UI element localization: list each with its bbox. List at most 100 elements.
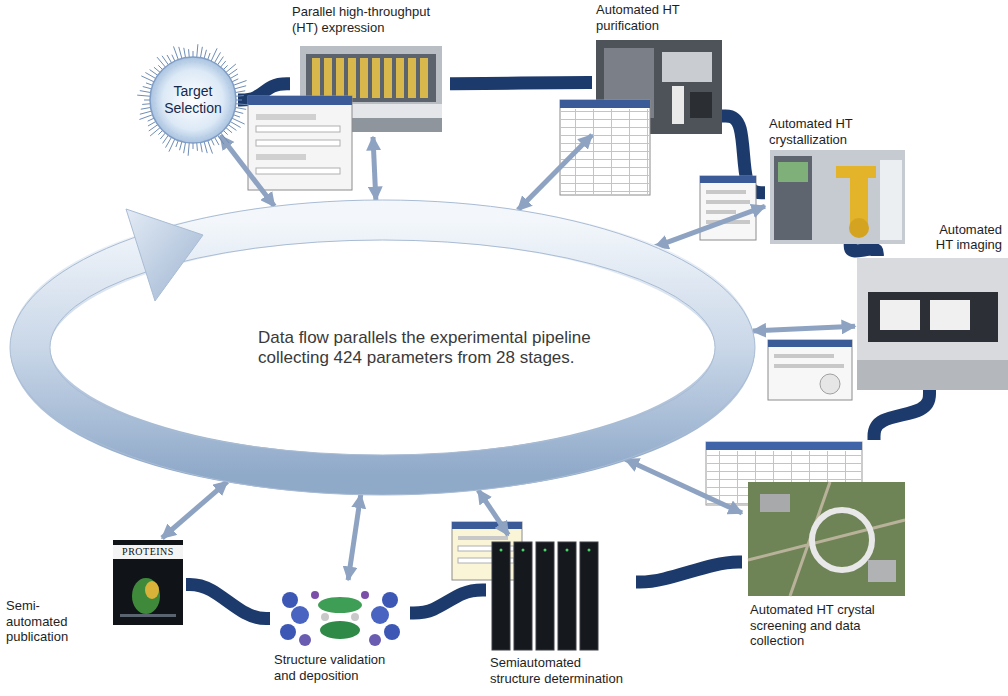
purification-stage: Automated HT purification bbox=[592, 2, 722, 136]
target-spike bbox=[234, 86, 247, 89]
caption-block: Structure validation and deposition bbox=[274, 652, 408, 683]
journal-cover bbox=[113, 540, 183, 625]
purification-robot-photo bbox=[690, 92, 712, 118]
target-spike bbox=[139, 114, 153, 119]
protein-structure-model bbox=[382, 592, 398, 608]
imaging-screenshot bbox=[820, 374, 840, 394]
purification-robot-photo bbox=[672, 86, 684, 124]
stage-label: Parallel high-throughput (HT) expression bbox=[292, 4, 448, 35]
imaging-robot-photo bbox=[868, 292, 998, 342]
software-screenshot bbox=[256, 154, 306, 160]
journal-cover bbox=[113, 540, 183, 625]
target-spike bbox=[200, 47, 202, 59]
caption-block: Automated HT imaging bbox=[922, 222, 1002, 253]
target-spikes bbox=[137, 44, 249, 156]
imaging-robot-photo bbox=[930, 300, 970, 330]
journal-title: PROTEINS bbox=[113, 545, 183, 559]
crystallization-robot-photo bbox=[774, 156, 812, 240]
imaging-stage: Automated HT imaging bbox=[855, 256, 1004, 390]
computer-cluster bbox=[580, 542, 598, 650]
caption-block: Semi- automated publication bbox=[6, 598, 90, 645]
caption-block: Automated HT crystallization bbox=[769, 116, 905, 147]
imaging-screenshot bbox=[774, 364, 844, 368]
target-spike bbox=[204, 141, 207, 154]
imaging-robot-photo bbox=[880, 300, 920, 330]
caption-block: Automated HT purification bbox=[596, 2, 720, 33]
software-screenshot bbox=[248, 96, 352, 190]
software-screenshot bbox=[248, 96, 352, 190]
data-flow-arrow bbox=[753, 326, 855, 331]
data-collection-table bbox=[706, 442, 862, 450]
imaging-screenshot bbox=[768, 340, 852, 400]
software-screenshot bbox=[256, 140, 340, 146]
stage-label: Automated HT imaging bbox=[922, 222, 1002, 253]
spreadsheet-screenshot bbox=[560, 100, 650, 195]
crystallization-robot-photo bbox=[880, 160, 902, 240]
purification-robot-photo bbox=[662, 52, 712, 82]
imaging-robot-photo bbox=[857, 258, 1008, 390]
dialog-screenshot bbox=[706, 200, 750, 204]
pipeline-band bbox=[410, 590, 486, 613]
data-flow-arrow bbox=[220, 136, 274, 207]
screening-stage: Automated HT crystal screening and data … bbox=[742, 440, 907, 662]
target-spike bbox=[140, 91, 152, 93]
spreadsheet-screenshot bbox=[560, 100, 650, 195]
target-spike bbox=[234, 107, 246, 109]
target-spike bbox=[188, 142, 189, 156]
stage-label: Automated HT crystallization bbox=[769, 116, 905, 147]
synchrotron-aerial-photo bbox=[748, 482, 905, 596]
caption-block: Automated HT crystal screening and data … bbox=[750, 602, 905, 649]
target-spike bbox=[197, 44, 198, 58]
target-ring bbox=[155, 62, 231, 138]
data-flow-arrow bbox=[348, 495, 361, 580]
target-spike bbox=[207, 139, 212, 153]
protein-structure-model bbox=[369, 634, 381, 646]
computer-cluster bbox=[500, 549, 503, 552]
data-flow-arrow bbox=[478, 490, 508, 535]
structure-software-screenshot bbox=[452, 522, 522, 580]
protein-structure-model bbox=[311, 591, 319, 599]
expression-robot-photo bbox=[310, 58, 432, 98]
computer-cluster bbox=[514, 542, 532, 650]
target-spike bbox=[235, 104, 249, 105]
target-spike bbox=[179, 47, 182, 60]
software-screenshot bbox=[256, 168, 340, 174]
crystallization-robot-photo bbox=[850, 170, 868, 226]
software-screenshot bbox=[248, 96, 352, 105]
stage-label: Structure validation and deposition bbox=[274, 652, 408, 683]
dialog-screenshot bbox=[700, 176, 756, 240]
structure-determination-stage: Semiautomated structure determination bbox=[486, 535, 636, 692]
stage-label: Semi- automated publication bbox=[6, 598, 90, 645]
stage-label: Automated HT purification bbox=[596, 2, 720, 33]
pipeline-band-group bbox=[186, 82, 930, 618]
ribbon-edge bbox=[10, 200, 755, 495]
protein-structure-model bbox=[384, 624, 400, 640]
journal-cover bbox=[145, 581, 159, 599]
structure-software-screenshot bbox=[458, 536, 508, 540]
journal-cover bbox=[113, 545, 183, 559]
protein-structure-model bbox=[351, 613, 359, 621]
dialog-screenshot bbox=[700, 176, 756, 240]
data-flow-arrow bbox=[625, 459, 742, 513]
ribbon-band bbox=[30, 220, 735, 475]
data-flow-arrow bbox=[655, 206, 765, 247]
pipeline-band bbox=[850, 244, 877, 256]
pipeline-band bbox=[450, 82, 592, 83]
stage-label: Target Selection bbox=[156, 83, 230, 117]
protein-structure-model bbox=[321, 613, 329, 621]
imaging-screenshot bbox=[774, 354, 834, 358]
stage-label: Semiautomated structure determination bbox=[490, 655, 634, 686]
data-flow-note: Data flow parallels the experimental pip… bbox=[258, 328, 648, 369]
protein-structure-model bbox=[361, 591, 369, 599]
protein-structure-model bbox=[371, 606, 389, 624]
protein-structure-model bbox=[280, 624, 296, 640]
caption-block: Semiautomated structure determination bbox=[490, 655, 634, 686]
validation-stage: Structure validation and deposition bbox=[270, 580, 410, 690]
journal-cover bbox=[132, 578, 160, 614]
crystallization-robot-photo bbox=[770, 150, 905, 244]
computer-cluster bbox=[492, 542, 510, 650]
data-flow-arrow bbox=[373, 137, 376, 200]
computer-cluster bbox=[558, 542, 576, 650]
pipeline-band bbox=[186, 584, 270, 618]
